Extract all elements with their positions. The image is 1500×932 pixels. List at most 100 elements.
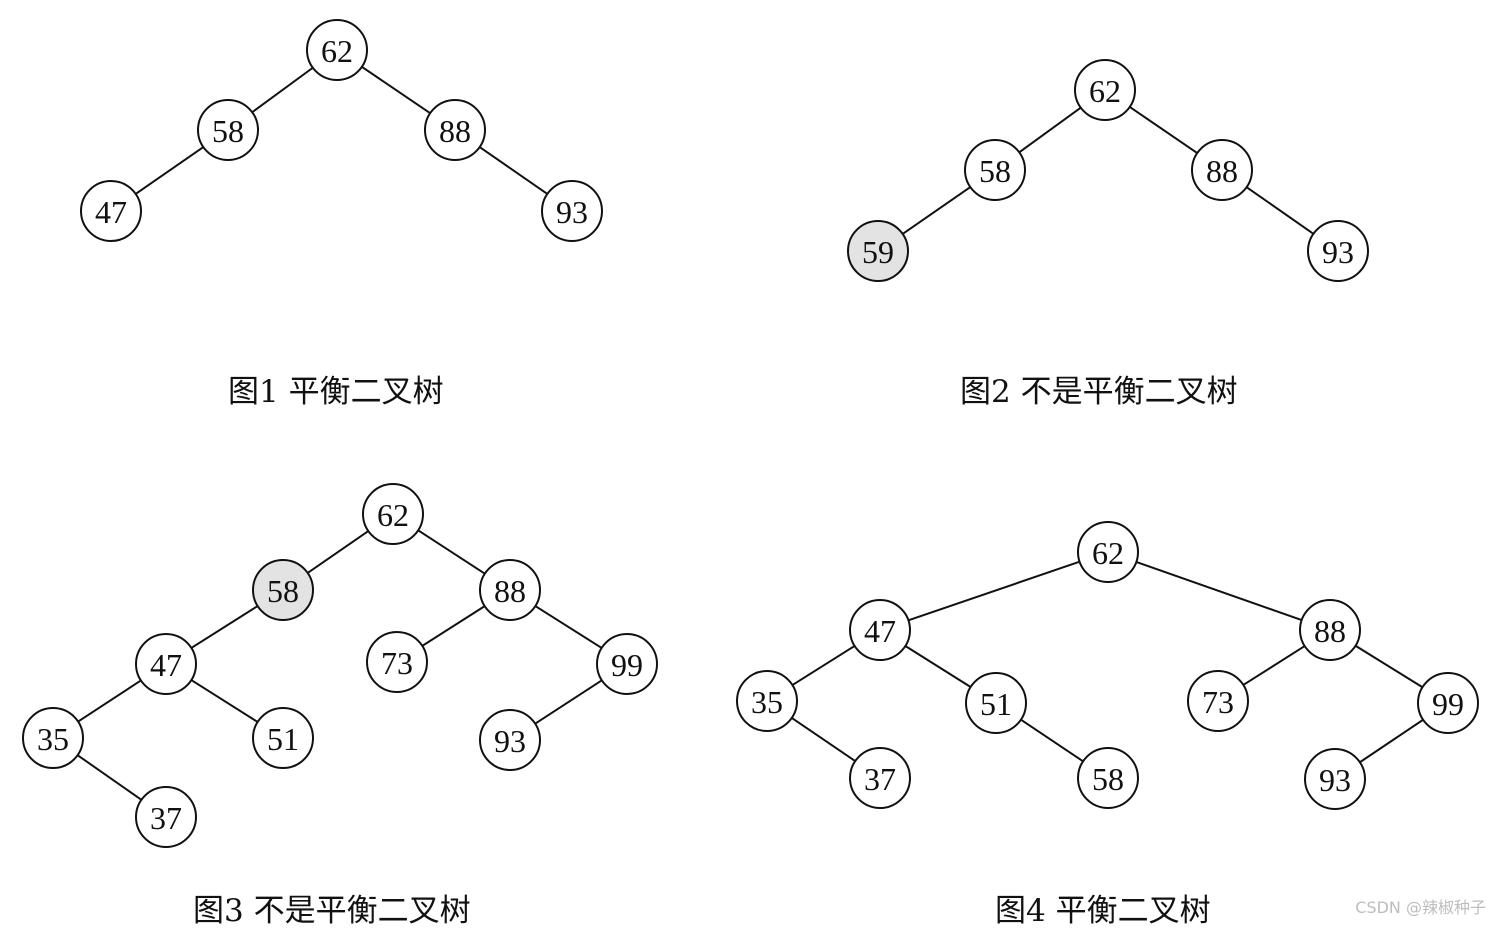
tree-edge — [77, 679, 142, 723]
node-circle — [80, 180, 142, 242]
node-label: 73 — [1202, 684, 1234, 720]
node-circle — [252, 559, 314, 621]
tree-edge — [1354, 644, 1424, 689]
tree-edge — [307, 530, 369, 574]
tree-node: 47 — [849, 599, 911, 661]
node-circle — [1304, 748, 1366, 810]
node-circle — [362, 483, 424, 545]
tree-edge — [77, 754, 142, 801]
node-circle — [847, 220, 909, 282]
tree-edge — [1135, 561, 1303, 621]
tree-node: 51 — [252, 707, 314, 769]
node-label: 62 — [1089, 73, 1121, 109]
node-circle — [479, 559, 541, 621]
tree-edge — [251, 66, 314, 114]
node-label: 62 — [377, 497, 409, 533]
node-circle — [479, 709, 541, 771]
tree-node: 47 — [135, 633, 197, 695]
node-circle — [306, 19, 368, 81]
node-label: 93 — [494, 723, 526, 759]
tree-node: 47 — [80, 180, 142, 242]
node-label: 93 — [1322, 234, 1354, 270]
tree-node: 58 — [964, 139, 1026, 201]
node-label: 58 — [1092, 761, 1124, 797]
tree-node: 88 — [479, 559, 541, 621]
node-circle — [1077, 521, 1139, 583]
node-label: 93 — [1319, 762, 1351, 798]
tree-figure-3: 62 58 88 47 73 99 35 51 93 37 — [22, 483, 658, 848]
node-circle — [197, 99, 259, 161]
node-circle — [849, 599, 911, 661]
node-label: 99 — [611, 647, 643, 683]
tree-edge — [190, 679, 259, 723]
tree-node: 88 — [424, 99, 486, 161]
tree-edge — [1018, 106, 1082, 154]
tree-node: 62 — [1074, 59, 1136, 121]
node-circle — [1074, 59, 1136, 121]
tree-figure-4: 62 47 88 35 51 73 99 37 58 93 — [736, 521, 1479, 810]
node-circle — [849, 747, 911, 809]
node-circle — [1417, 672, 1479, 734]
node-circle — [1307, 220, 1369, 282]
node-label: 62 — [1092, 535, 1124, 571]
node-circle — [1077, 747, 1139, 809]
node-label: 35 — [37, 721, 69, 757]
node-circle — [135, 786, 197, 848]
tree-node-highlighted: 58 — [252, 559, 314, 621]
node-circle — [135, 633, 197, 695]
node-label: 58 — [267, 573, 299, 609]
tree-edge — [417, 529, 486, 575]
node-label: 35 — [751, 684, 783, 720]
node-label: 88 — [1206, 153, 1238, 189]
node-label: 73 — [381, 645, 413, 681]
node-label: 51 — [980, 686, 1012, 722]
node-label: 88 — [1314, 613, 1346, 649]
tree-edge — [791, 717, 856, 762]
node-label: 37 — [864, 761, 896, 797]
node-label: 47 — [150, 647, 182, 683]
node-circle — [252, 707, 314, 769]
node-circle — [22, 707, 84, 769]
tree-node: 73 — [1187, 670, 1249, 732]
node-circle — [1299, 599, 1361, 661]
node-label: 37 — [150, 800, 182, 836]
node-label: 59 — [862, 234, 894, 270]
node-label: 51 — [267, 721, 299, 757]
tree-edge — [534, 679, 603, 725]
tree-edge — [135, 146, 204, 195]
tree-node: 35 — [22, 707, 84, 769]
tree-node: 88 — [1299, 599, 1361, 661]
caption-figure-1: 图1 平衡二叉树 — [228, 374, 444, 410]
node-circle — [965, 672, 1027, 734]
tree-figure-1: 62 58 88 47 93 — [80, 19, 603, 242]
tree-figure-2: 62 58 88 59 93 — [847, 59, 1369, 282]
tree-node: 35 — [736, 670, 798, 732]
tree-node: 58 — [1077, 747, 1139, 809]
node-label: 47 — [864, 613, 896, 649]
node-circle — [596, 633, 658, 695]
tree-edge — [190, 605, 259, 649]
tree-edge — [1242, 645, 1306, 686]
node-label: 47 — [95, 194, 127, 230]
tree-edge — [534, 605, 603, 649]
tree-node: 99 — [1417, 672, 1479, 734]
tree-node: 62 — [362, 483, 424, 545]
node-label: 93 — [556, 194, 588, 230]
node-circle — [366, 631, 428, 693]
tree-node: 37 — [135, 786, 197, 848]
tree-edge — [904, 645, 972, 688]
tree-node: 51 — [965, 672, 1027, 734]
node-label: 62 — [321, 33, 353, 69]
node-circle — [1187, 670, 1249, 732]
tree-node: 93 — [1307, 220, 1369, 282]
node-label: 58 — [979, 153, 1011, 189]
tree-edge — [421, 605, 486, 647]
tree-node: 73 — [366, 631, 428, 693]
node-circle — [736, 670, 798, 732]
tree-node: 93 — [1304, 748, 1366, 810]
node-label: 99 — [1432, 686, 1464, 722]
watermark: CSDN @辣椒种子 — [1355, 898, 1486, 917]
node-circle — [1191, 139, 1253, 201]
tree-node: 58 — [197, 99, 259, 161]
